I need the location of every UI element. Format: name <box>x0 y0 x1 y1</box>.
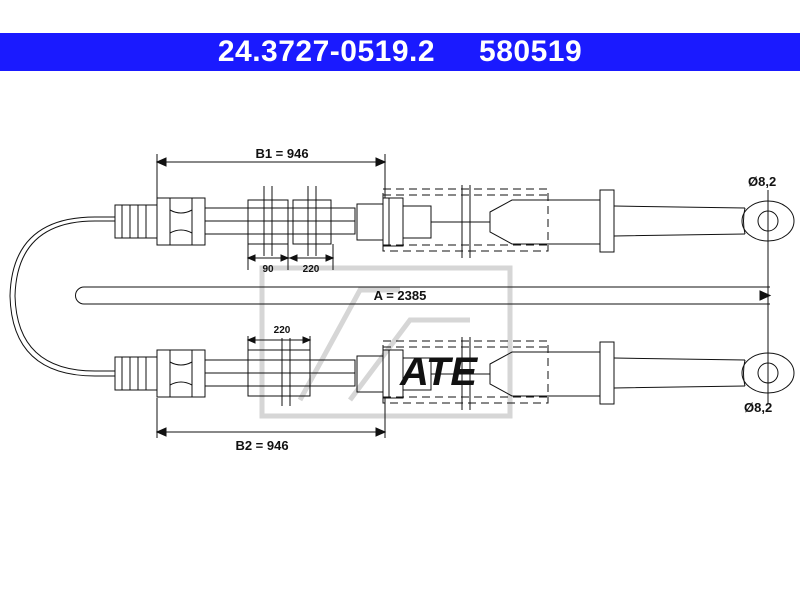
top-cable <box>114 185 795 258</box>
svg-text:ATE: ATE <box>399 350 478 394</box>
gap-90-label: 90 <box>262 264 274 275</box>
reference-number: 580519 <box>479 35 583 68</box>
gap-220-bottom-label: 220 <box>274 325 291 336</box>
dimension-a <box>75 190 772 404</box>
loop-cable-inner <box>14 220 115 372</box>
part-number: 24.3727-0519.2 <box>217 35 436 68</box>
gap-220-top-label: 220 <box>303 264 320 275</box>
dimension-b2 <box>155 398 387 438</box>
diameter-bottom-label: Ø8,2 <box>744 400 772 415</box>
dimension-a-label: A = 2385 <box>374 288 427 303</box>
dimension-b1-label: B1 = 946 <box>255 146 308 161</box>
bottom-cable <box>114 337 795 410</box>
dimension-gap-bottom <box>246 336 312 350</box>
diameter-top-label: Ø8,2 <box>748 174 776 189</box>
dimension-b1 <box>155 154 387 198</box>
dimension-b2-label: B2 = 946 <box>235 438 288 453</box>
dimension-gap-top <box>246 244 335 270</box>
title-banner: 24.3727-0519.2 580519 <box>0 33 800 71</box>
watermark-logo: ATE <box>259 265 513 419</box>
loop-cable <box>9 216 115 377</box>
